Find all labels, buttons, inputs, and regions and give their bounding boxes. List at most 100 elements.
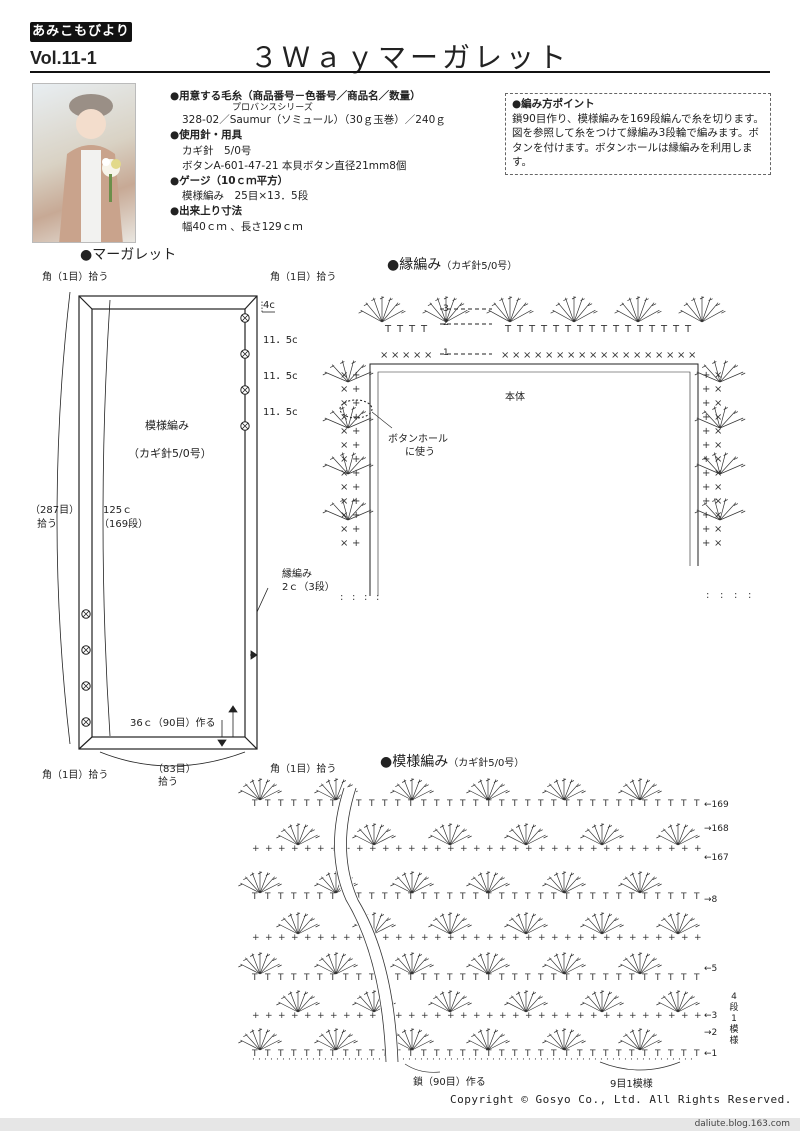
- stitch-symbol: ×: [391, 350, 399, 361]
- stitch-symbol: T: [381, 1049, 388, 1059]
- pick-left-count: （287目）: [30, 505, 80, 516]
- stitch-symbol: +: [702, 454, 710, 465]
- stitch-symbol: ·: [540, 1055, 543, 1065]
- stitch-symbol: +: [603, 1011, 611, 1021]
- stitch-symbol: T: [355, 799, 362, 809]
- stitch-symbol: T: [615, 892, 622, 902]
- stitch-symbol: ·: [342, 1055, 345, 1065]
- stitch-symbol: ·: [660, 1055, 663, 1065]
- stitch-symbol: +: [525, 844, 533, 854]
- stitch-symbol: ·: [618, 1055, 621, 1065]
- stitch-symbol: +: [512, 1011, 520, 1021]
- repeat-rows-char: 段: [729, 1003, 739, 1013]
- tools-heading: ●使用針・用具: [170, 129, 243, 142]
- stitch-symbol: :: [706, 590, 709, 601]
- row-5: ←5: [704, 964, 718, 974]
- row-167: ←167: [704, 853, 729, 863]
- stitch-fan: [618, 1028, 662, 1051]
- stitch-fan: [580, 912, 624, 935]
- points-heading: ●編み方ポイント: [512, 98, 595, 110]
- stitch-symbol: ·: [588, 1055, 591, 1065]
- stitch-symbol: +: [352, 454, 360, 465]
- pattern-chart-hook: （カギ針5/0号）: [448, 758, 525, 769]
- button-info: ボタンA-601-47-21 本貝ボタン直径21mm8個: [182, 159, 407, 172]
- stitch-symbol: ×: [545, 350, 553, 361]
- stitch-symbol: +: [564, 844, 572, 854]
- stitch-fan: [550, 296, 598, 323]
- stitch-symbol: ·: [492, 1055, 495, 1065]
- copyright: Copyright © Gosyo Co., Ltd. All Rights R…: [450, 1093, 792, 1106]
- stitch-symbol: T: [564, 324, 572, 335]
- stitch-symbol: +: [702, 468, 710, 479]
- edging-size: 2ｃ（3段）: [282, 582, 335, 593]
- row-2: →2: [704, 1028, 718, 1038]
- stitch-symbol: ×: [340, 412, 348, 423]
- edging-heading-text: ●縁編み: [387, 257, 442, 273]
- stitch-symbol: ×: [714, 496, 722, 507]
- stitch-symbol: +: [655, 933, 663, 943]
- stitch-symbol: ×: [340, 482, 348, 493]
- stitch-symbol: T: [251, 973, 258, 983]
- stitch-symbol: ×: [714, 524, 722, 535]
- stitch-symbol: T: [446, 892, 453, 902]
- stitch-symbol: +: [252, 933, 260, 943]
- stitch-symbol: ·: [528, 1055, 531, 1065]
- stitch-symbol: ×: [714, 412, 722, 423]
- materials-info: ●用意する毛糸（商品番号－色番号／商品名／数量） プロバンスシリーズ 328-0…: [170, 89, 446, 235]
- stitch-symbol: ·: [654, 1055, 657, 1065]
- edging-heading: ●縁編み（カギ針5/0号）: [387, 254, 517, 274]
- stitch-symbol: ×: [534, 350, 542, 361]
- stitch-fan: [422, 296, 470, 323]
- stitch-symbol: +: [447, 1011, 455, 1021]
- stitch-symbol: T: [459, 799, 466, 809]
- stitch-symbol: T: [355, 1049, 362, 1059]
- stitch-symbol: T: [290, 892, 297, 902]
- stitch-symbol: ·: [366, 1055, 369, 1065]
- stitch-symbol: ·: [516, 1055, 519, 1065]
- stitch-fan: [580, 990, 624, 1013]
- stitch-symbol: T: [290, 799, 297, 809]
- stitch-symbol: T: [550, 1049, 557, 1059]
- corner-label-bottom-right: 角（1目）拾う: [270, 764, 337, 775]
- stitch-symbol: ·: [336, 1055, 339, 1065]
- stitch-symbol: ×: [402, 350, 410, 361]
- stitch-symbol: T: [537, 1049, 544, 1059]
- stitch-symbol: T: [511, 1049, 518, 1059]
- stitch-fan: [314, 952, 358, 975]
- stitch-symbol: T: [485, 892, 492, 902]
- stitch-symbol: +: [486, 933, 494, 943]
- stitch-symbol: ×: [523, 350, 531, 361]
- stitch-fan: [352, 823, 396, 846]
- stitch-symbol: +: [525, 1011, 533, 1021]
- stitch-symbol: ·: [348, 1055, 351, 1065]
- stitch-symbol: ·: [684, 1055, 687, 1065]
- stitch-symbol: +: [668, 933, 676, 943]
- stitch-fan: [656, 990, 700, 1013]
- stitch-symbol: T: [396, 324, 404, 335]
- stitch-symbol: ·: [306, 1055, 309, 1065]
- foundation-chain-label: 鎖（90目）作る: [413, 1077, 486, 1088]
- stitch-symbol: ×: [340, 538, 348, 549]
- stitch-symbol: T: [540, 324, 548, 335]
- edging-row-3: 3: [443, 304, 449, 314]
- stitch-symbol: +: [702, 398, 710, 409]
- repeat-rows-char: 模: [729, 1025, 739, 1035]
- stitch-symbol: ·: [456, 1055, 459, 1065]
- stitch-symbol: ×: [714, 454, 722, 465]
- repeat-rows-char: 様: [729, 1036, 739, 1046]
- stitch-symbol: T: [680, 973, 687, 983]
- site-url: daliute.blog.163.com: [694, 1119, 790, 1129]
- stitch-symbol: ×: [714, 370, 722, 381]
- stitch-symbol: T: [472, 973, 479, 983]
- stitch-symbol: T: [316, 799, 323, 809]
- stitch-symbol: +: [317, 933, 325, 943]
- stitch-symbol: T: [612, 324, 620, 335]
- stitch-symbol: T: [394, 892, 401, 902]
- stitch-symbol: +: [603, 844, 611, 854]
- stitch-symbol: ×: [666, 350, 674, 361]
- stitch-symbol: +: [512, 844, 520, 854]
- stitch-symbol: T: [433, 799, 440, 809]
- header-rule: [30, 71, 770, 73]
- stitch-symbol: ×: [512, 350, 520, 361]
- length-cm: 125ｃ: [103, 505, 133, 516]
